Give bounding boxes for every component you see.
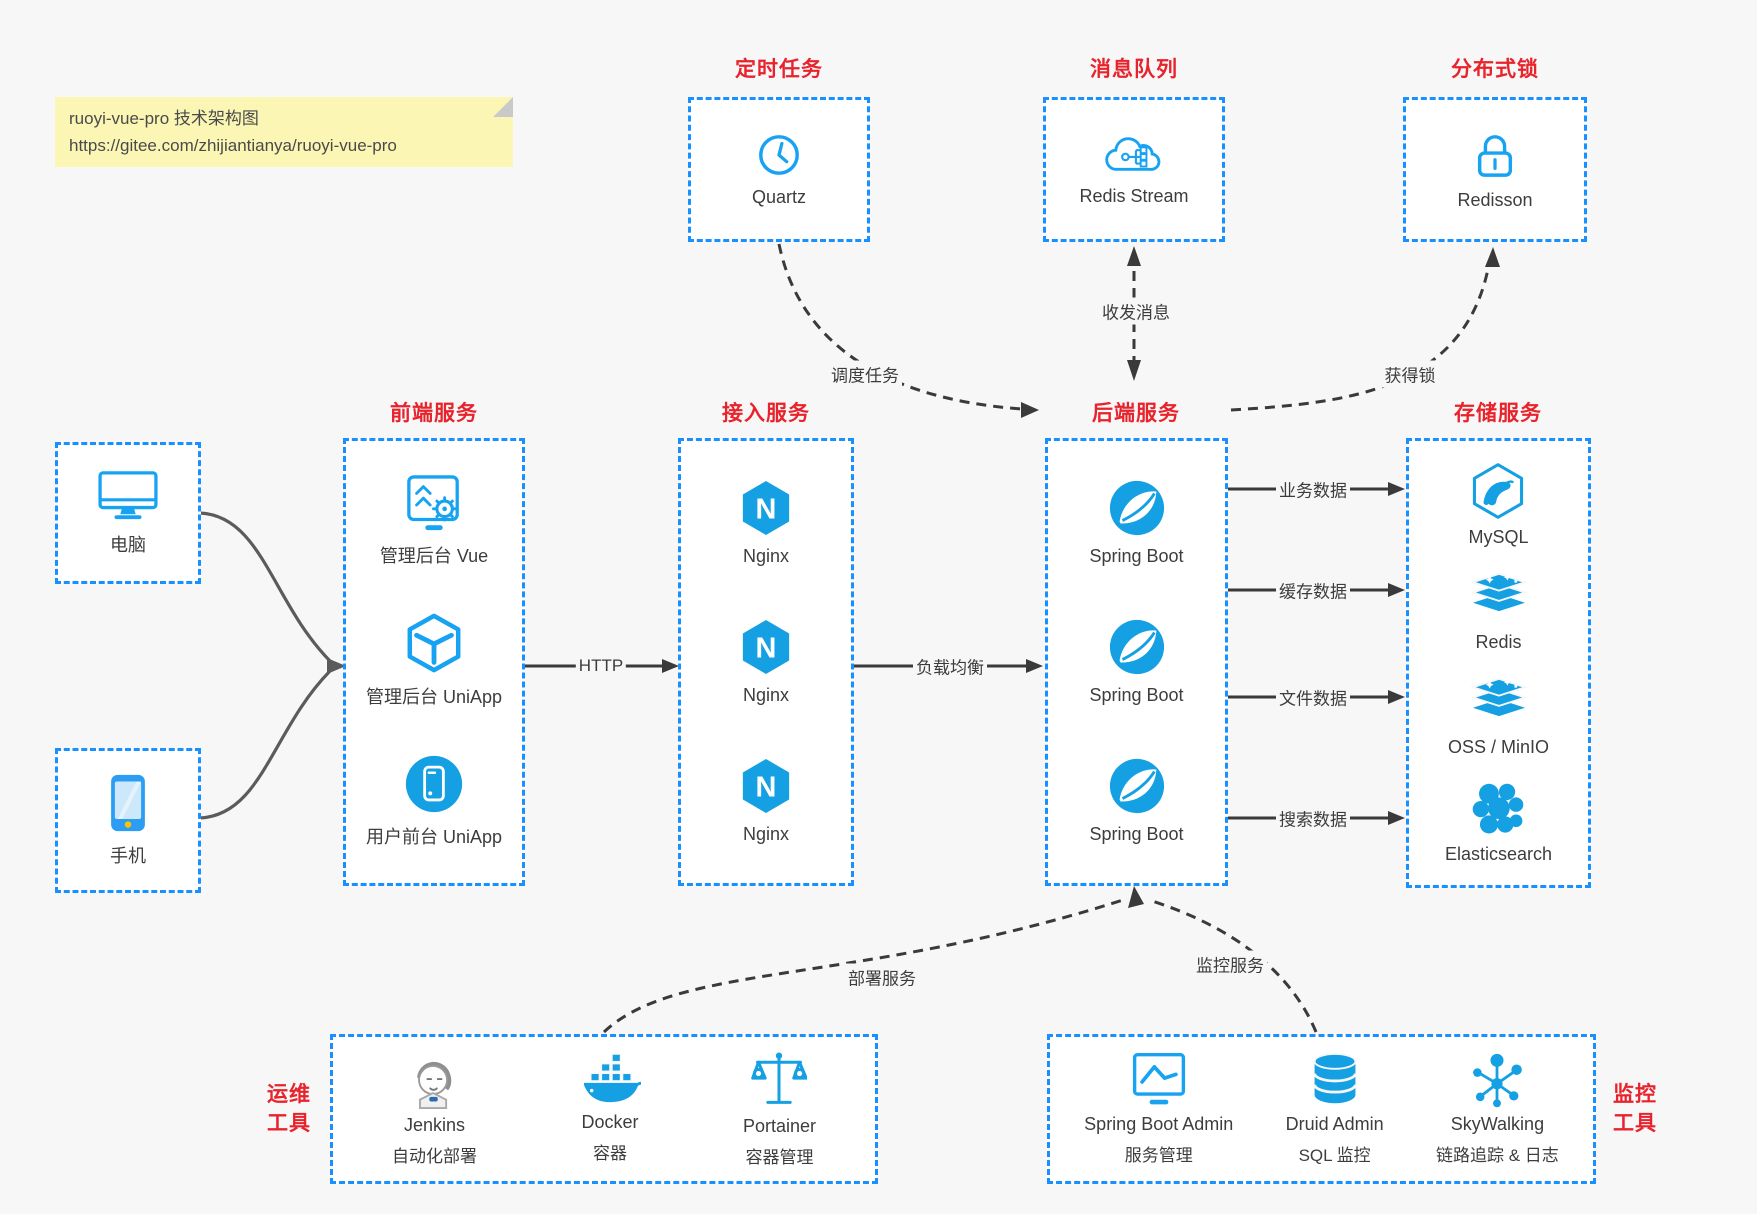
node-elasticsearch[interactable]: Elasticsearch <box>1445 782 1552 865</box>
sticky-note: ruoyi-vue-pro 技术架构图 https://gitee.com/zh… <box>55 97 513 167</box>
node-nginx-1[interactable]: N Nginx <box>739 479 793 567</box>
node-spring-1[interactable]: Spring Boot <box>1089 479 1184 567</box>
note-title: ruoyi-vue-pro 技术架构图 <box>69 109 259 128</box>
edge-label-messages: 收发消息 <box>1099 297 1173 325</box>
node-admin-uniapp[interactable]: 管理后台 UniApp <box>366 612 502 709</box>
title-scheduler: 定时任务 <box>735 58 823 81</box>
node-quartz[interactable]: Quartz <box>752 132 806 208</box>
uniapp-cube-icon <box>407 614 461 673</box>
admin-vue-icon <box>407 475 459 531</box>
skywalking-icon <box>1473 1053 1523 1108</box>
box-monitor-tools: Spring Boot Admin 服务管理 Druid Admin SQL 监… <box>1047 1034 1596 1184</box>
clock-icon <box>759 134 799 175</box>
node-druid-admin[interactable]: Druid Admin SQL 监控 <box>1286 1052 1384 1166</box>
node-nginx-2[interactable]: N Nginx <box>739 618 793 706</box>
node-portainer[interactable]: Portainer 容器管理 <box>743 1050 816 1168</box>
node-spring-boot-admin[interactable]: Spring Boot Admin 服务管理 <box>1084 1052 1233 1166</box>
node-jenkins[interactable]: Jenkins 自动化部署 <box>392 1051 477 1167</box>
sba-icon <box>1132 1053 1185 1105</box>
mysql-icon <box>1473 463 1524 519</box>
portainer-icon <box>751 1052 808 1104</box>
edge-pc-to-frontend <box>198 511 332 663</box>
svg-text:N: N <box>756 772 777 804</box>
node-redis[interactable]: Redis <box>1469 572 1529 653</box>
title-frontend: 前端服务 <box>390 402 478 425</box>
box-access: N Nginx N Nginx N Nginx <box>678 438 854 886</box>
node-redisson[interactable]: Redisson <box>1457 129 1533 211</box>
node-nginx-3[interactable]: N Nginx <box>739 757 793 845</box>
edge-mobile-to-frontend <box>198 669 332 820</box>
smartphone-icon <box>111 774 145 832</box>
box-pc: 电脑 <box>55 442 201 584</box>
spring-boot-icon <box>1109 619 1164 675</box>
box-mobile: 手机 <box>55 748 201 893</box>
docker-icon <box>583 1054 641 1103</box>
edge-label-file-data: 文件数据 <box>1276 683 1350 711</box>
edge-get-lock <box>1230 263 1491 412</box>
lock-icon <box>1477 134 1513 177</box>
title-storage: 存储服务 <box>1454 402 1542 425</box>
box-storage: MySQL Redis OSS / MinIO <box>1406 438 1591 888</box>
jenkins-icon <box>417 1061 452 1109</box>
desktop-icon <box>98 470 158 519</box>
svg-text:N: N <box>756 633 777 665</box>
oss-minio-icon <box>1469 677 1528 717</box>
node-redis-stream[interactable]: Redis Stream <box>1079 133 1189 207</box>
redis-icon <box>1469 572 1528 612</box>
node-mysql[interactable]: MySQL <box>1468 461 1529 548</box>
title-access: 接入服务 <box>722 402 810 425</box>
node-docker[interactable]: Docker 容器 <box>579 1054 641 1164</box>
edge-label-http: HTTP <box>575 655 627 677</box>
note-fold-corner <box>493 97 513 117</box>
box-ops-tools: Jenkins 自动化部署 Docker 容器 <box>330 1034 878 1184</box>
edge-label-biz-data: 业务数据 <box>1276 475 1350 503</box>
note-url[interactable]: https://gitee.com/zhijiantianya/ruoyi-vu… <box>69 136 397 155</box>
title-backend: 后端服务 <box>1092 402 1180 425</box>
spring-boot-icon <box>1109 480 1164 535</box>
node-pc[interactable]: 电脑 <box>97 470 159 557</box>
edge-label-search-data: 搜索数据 <box>1276 804 1350 832</box>
spring-boot-icon <box>1109 759 1164 814</box>
box-frontend: 管理后台 Vue 管理后台 UniApp 用户前台 UniApp <box>343 438 525 886</box>
nginx-icon: N <box>742 480 790 535</box>
elasticsearch-icon <box>1473 783 1524 834</box>
node-spring-2[interactable]: Spring Boot <box>1089 618 1184 706</box>
edge-label-deploy: 部署服务 <box>845 963 919 991</box>
nginx-icon: N <box>742 619 790 674</box>
title-mq: 消息队列 <box>1090 58 1178 81</box>
label-ops-tools: 运维 工具 <box>267 1083 311 1135</box>
edge-schedule <box>777 243 1023 411</box>
title-lock: 分布式锁 <box>1451 58 1539 81</box>
node-skywalking[interactable]: SkyWalking 链路追踪 & 日志 <box>1436 1052 1559 1166</box>
arrowhead-frontend <box>327 658 346 674</box>
node-mobile[interactable]: 手机 <box>107 773 149 868</box>
druid-icon <box>1312 1053 1357 1104</box>
edge-monitor <box>1151 899 1318 1033</box>
box-lock: Redisson <box>1403 97 1587 242</box>
box-scheduler: Quartz <box>688 97 870 242</box>
node-user-uniapp[interactable]: 用户前台 UniApp <box>366 754 502 849</box>
edge-label-load-balance: 负载均衡 <box>913 652 987 680</box>
edge-label-monitor: 监控服务 <box>1193 950 1267 978</box>
node-oss-minio[interactable]: OSS / MinIO <box>1448 677 1549 758</box>
box-backend: Spring Boot Spring Boot Spring Boot <box>1045 438 1228 886</box>
edge-deploy <box>602 897 1127 1034</box>
edge-label-cache-data: 缓存数据 <box>1276 576 1350 604</box>
label-monitor-tools: 监控 工具 <box>1613 1083 1657 1135</box>
nginx-icon: N <box>742 759 790 814</box>
cloud-stream-icon <box>1105 136 1161 171</box>
user-app-icon <box>405 755 463 812</box>
svg-text:N: N <box>756 493 777 525</box>
node-admin-vue[interactable]: 管理后台 Vue <box>380 475 488 568</box>
edge-label-schedule: 调度任务 <box>828 360 902 388</box>
node-spring-3[interactable]: Spring Boot <box>1089 757 1184 845</box>
edge-label-get-lock: 获得锁 <box>1381 360 1439 388</box>
box-mq: Redis Stream <box>1043 97 1225 242</box>
